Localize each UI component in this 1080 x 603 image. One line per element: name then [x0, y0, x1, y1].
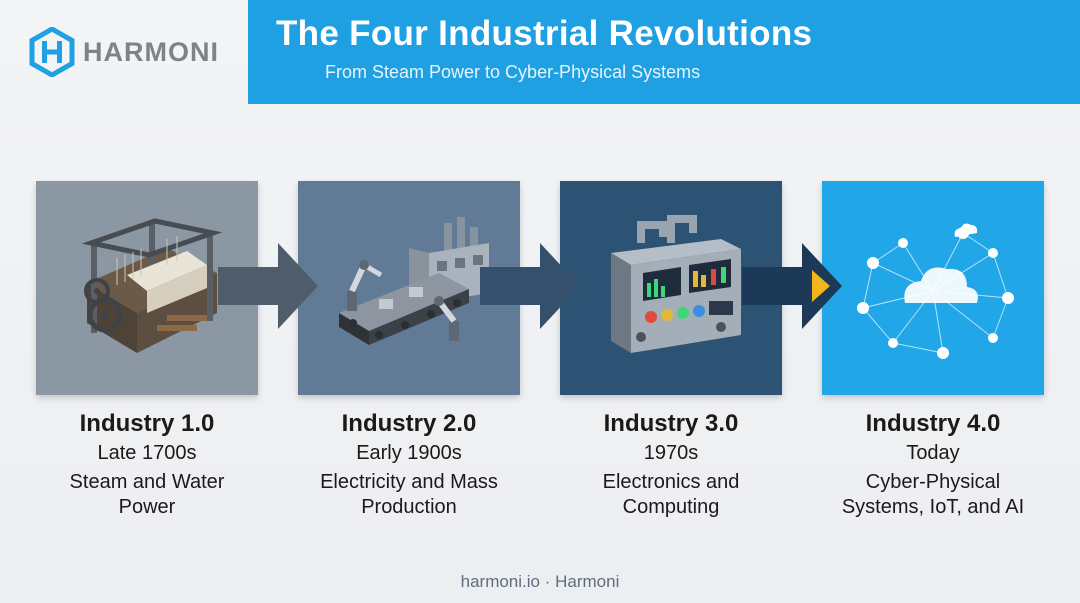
cloud-network-icon	[857, 223, 1014, 359]
stage-1-label: Industry 1.0 Late 1700s Steam and Water …	[16, 408, 278, 520]
arrow-stage-1-to-2	[218, 243, 318, 329]
control-panel-icon	[611, 215, 741, 353]
stage-description: Electricity and Mass Production	[320, 471, 498, 518]
stage-period: Today	[906, 442, 960, 464]
stage-3-label: Industry 3.0 1970s Electronics and Compu…	[540, 408, 802, 520]
stage-title: Industry 2.0	[341, 410, 477, 437]
stage-period: 1970s	[643, 442, 699, 464]
loom-icon	[81, 218, 223, 353]
brand-name: HARMONI	[83, 36, 219, 67]
page-title: The Four Industrial Revolutions	[276, 14, 813, 53]
stage-title: Industry 3.0	[603, 410, 739, 437]
stage-title: Industry 1.0	[79, 410, 215, 437]
stage-period: Early 1900s	[356, 442, 462, 464]
stage-title: Industry 4.0	[865, 410, 1001, 437]
stage-description: Steam and Water Power	[69, 471, 225, 518]
stage-period: Late 1700s	[97, 442, 197, 464]
arrow-stage-2-to-3	[480, 243, 580, 329]
stage-description: Cyber-Physical Systems, IoT, and AI	[841, 471, 1025, 518]
hexagon-h-logo-icon	[29, 27, 75, 77]
stage-4-label: Industry 4.0 Today Cyber-Physical System…	[802, 408, 1064, 520]
page-subtitle: From Steam Power to Cyber-Physical Syste…	[325, 62, 701, 82]
stage-4-panel	[822, 181, 1044, 395]
footer-credit: harmoni.io · Harmoni	[460, 572, 620, 591]
stage-description: Electronics and Computing	[602, 471, 740, 518]
arrow-stage-3-to-4	[742, 243, 842, 329]
brand-logo: HARMONI	[0, 0, 248, 104]
assembly-line-icon	[339, 217, 489, 345]
stage-2-label: Industry 2.0 Early 1900s Electricity and…	[278, 408, 540, 520]
header-band: The Four Industrial Revolutions From Ste…	[248, 0, 1080, 104]
